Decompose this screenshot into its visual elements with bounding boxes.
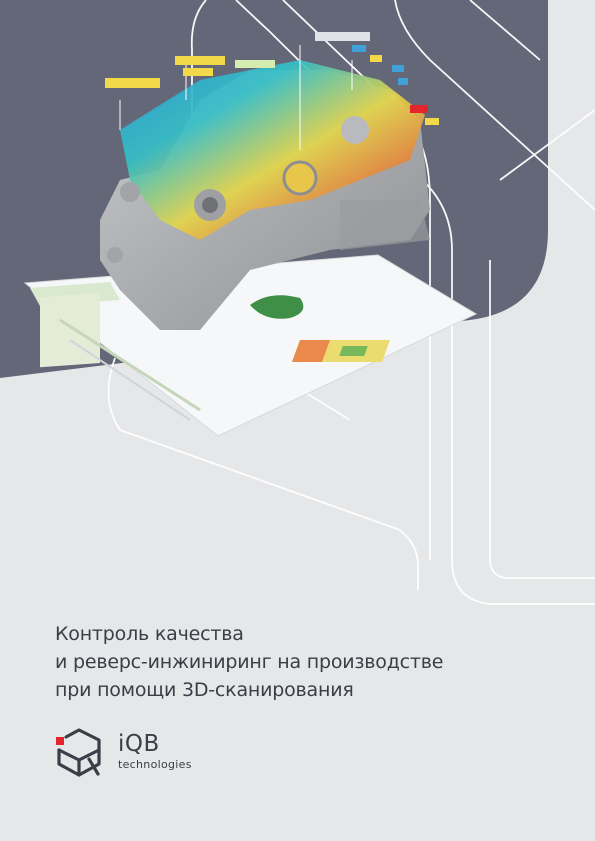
cover-title: Контроль качества и реверс-инжиниринг на… [55, 620, 555, 704]
scanned-casting-part [100, 60, 430, 330]
measurement-callouts [105, 32, 439, 150]
logo-subtitle: technologies [118, 758, 192, 771]
company-logo: iQB technologies [54, 727, 224, 783]
logo-name: iQB [118, 731, 160, 757]
title-line: и реверс-инжиниринг на производстве [55, 651, 444, 673]
title-line: Контроль качества [55, 623, 244, 645]
title-line: при помощи 3D-сканирования [55, 679, 354, 701]
cube-box-icon [56, 728, 101, 777]
software-screenshot-sheet [23, 254, 478, 437]
